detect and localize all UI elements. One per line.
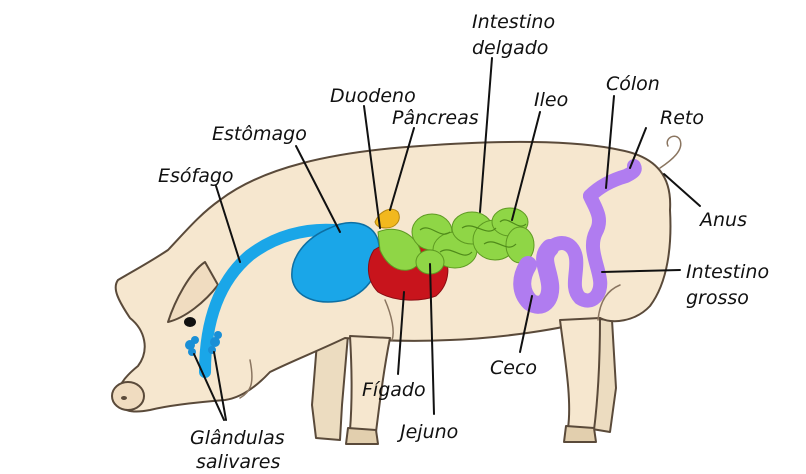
label-intestino-delgado-line1: Intestino <box>472 11 555 33</box>
label-ileo: Ileo <box>534 89 568 111</box>
label-intestino-grosso-line1: Intestino <box>686 261 769 283</box>
label-intestino-grosso-line2: grosso <box>686 287 749 309</box>
label-estomago: Estômago <box>212 123 307 145</box>
salivary-gland <box>214 331 222 339</box>
pig-near-front-hoof <box>346 428 378 444</box>
label-esofago: Esófago <box>158 165 234 187</box>
label-intestino-delgado-line2: delgado <box>472 37 548 59</box>
label-reto: Reto <box>660 107 704 129</box>
pig-near-hind-leg <box>560 318 600 430</box>
label-figado: Fígado <box>362 379 426 401</box>
pig-near-hind-hoof <box>564 426 596 442</box>
label-glandulas-line2: salivares <box>196 451 280 473</box>
label-anus: Anus <box>698 209 747 231</box>
pig-eye <box>184 317 196 327</box>
pig-snout <box>112 382 144 410</box>
pig-nostril <box>121 396 127 400</box>
label-duodeno: Duodeno <box>330 85 416 107</box>
label-jejuno: Jejuno <box>396 421 458 443</box>
label-ceco: Ceco <box>490 357 537 379</box>
label-colon: Cólon <box>606 73 660 95</box>
salivary-gland <box>191 336 199 344</box>
pig-tail <box>660 136 681 168</box>
label-glandulas-line1: Glândulas <box>190 427 285 449</box>
label-pancreas: Pâncreas <box>392 107 479 129</box>
